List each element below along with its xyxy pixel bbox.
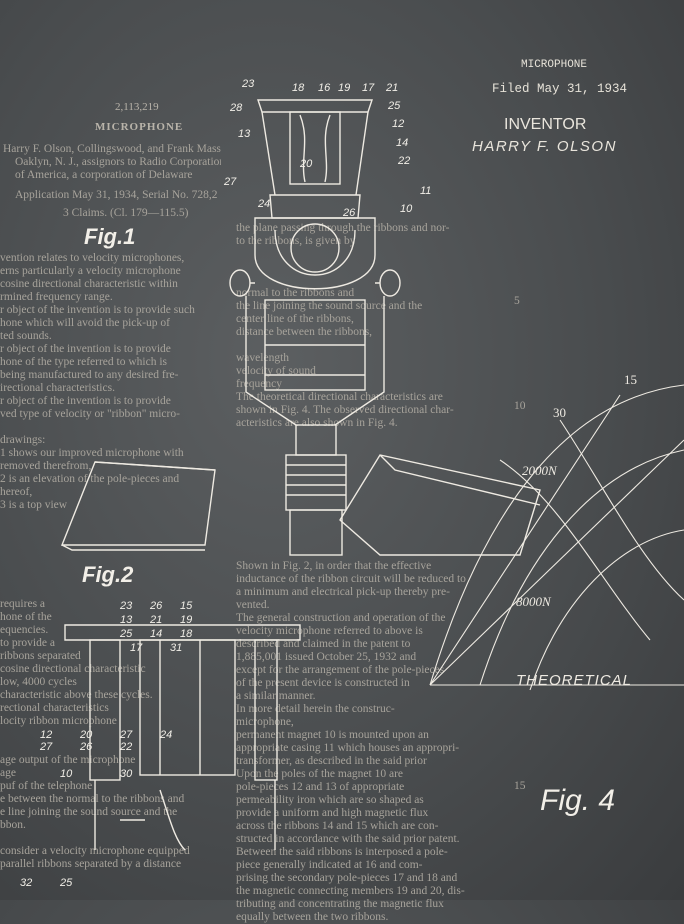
reference-number: 32 — [20, 877, 32, 889]
reference-number: 17 — [362, 82, 374, 94]
reference-number: 27 — [40, 741, 52, 753]
reference-number: 31 — [170, 642, 182, 654]
reference-number: 13 — [238, 128, 250, 140]
fig4-polar-plot — [430, 385, 684, 690]
theoretical-label: THEORETICAL — [516, 672, 632, 689]
reference-number: 22 — [398, 155, 410, 167]
reference-number: 12 — [392, 118, 404, 130]
reference-number: 24 — [160, 729, 172, 741]
reference-number: 25 — [60, 877, 72, 889]
text-line: equally between the two ribbons. — [236, 911, 388, 924]
fig1-microphone-drawing — [230, 100, 400, 555]
reference-number: 23 — [120, 600, 132, 612]
reference-number: 19 — [338, 82, 350, 94]
reference-number: 24 — [258, 198, 270, 210]
polar-label: 15 — [624, 372, 637, 387]
reference-number: 16 — [318, 82, 330, 94]
reference-number: 14 — [150, 628, 162, 640]
patent-drawings — [0, 0, 684, 900]
polar-label: 8000N — [516, 594, 551, 609]
reference-number: 25 — [120, 628, 132, 640]
reference-number: 10 — [60, 768, 72, 780]
reference-number: 20 — [300, 158, 312, 170]
reference-number: 22 — [120, 741, 132, 753]
polar-label: 2000N — [522, 463, 557, 478]
reference-number: 26 — [80, 741, 92, 753]
reference-number: 21 — [386, 82, 398, 94]
reference-number: 18 — [180, 628, 192, 640]
polar-label: 30 — [553, 405, 566, 420]
fig2-pole-pieces-drawing — [65, 625, 300, 850]
pole-piece-block-drawing — [62, 462, 215, 550]
reference-number: 28 — [230, 102, 242, 114]
reference-number: 14 — [396, 137, 408, 149]
reference-number: 10 — [400, 203, 412, 215]
reference-number: 26 — [150, 600, 162, 612]
reference-number: 13 — [120, 614, 132, 626]
fig2-label: Fig.2 — [82, 562, 133, 588]
fig4-label: Fig. 4 — [540, 784, 615, 818]
reference-number: 25 — [388, 100, 400, 112]
fig1-label: Fig.1 — [84, 224, 135, 250]
reference-number: 19 — [180, 614, 192, 626]
reference-number: 23 — [242, 78, 254, 90]
reference-number: 15 — [180, 600, 192, 612]
reference-number: 21 — [150, 614, 162, 626]
reference-number: 18 — [292, 82, 304, 94]
reference-number: 27 — [120, 729, 132, 741]
reference-number: 26 — [343, 207, 355, 219]
reference-number: 27 — [224, 176, 236, 188]
reference-number: 12 — [40, 729, 52, 741]
reference-number: 30 — [120, 768, 132, 780]
reference-number: 17 — [130, 642, 142, 654]
reference-number: 11 — [420, 185, 431, 197]
reference-number: 20 — [80, 729, 92, 741]
